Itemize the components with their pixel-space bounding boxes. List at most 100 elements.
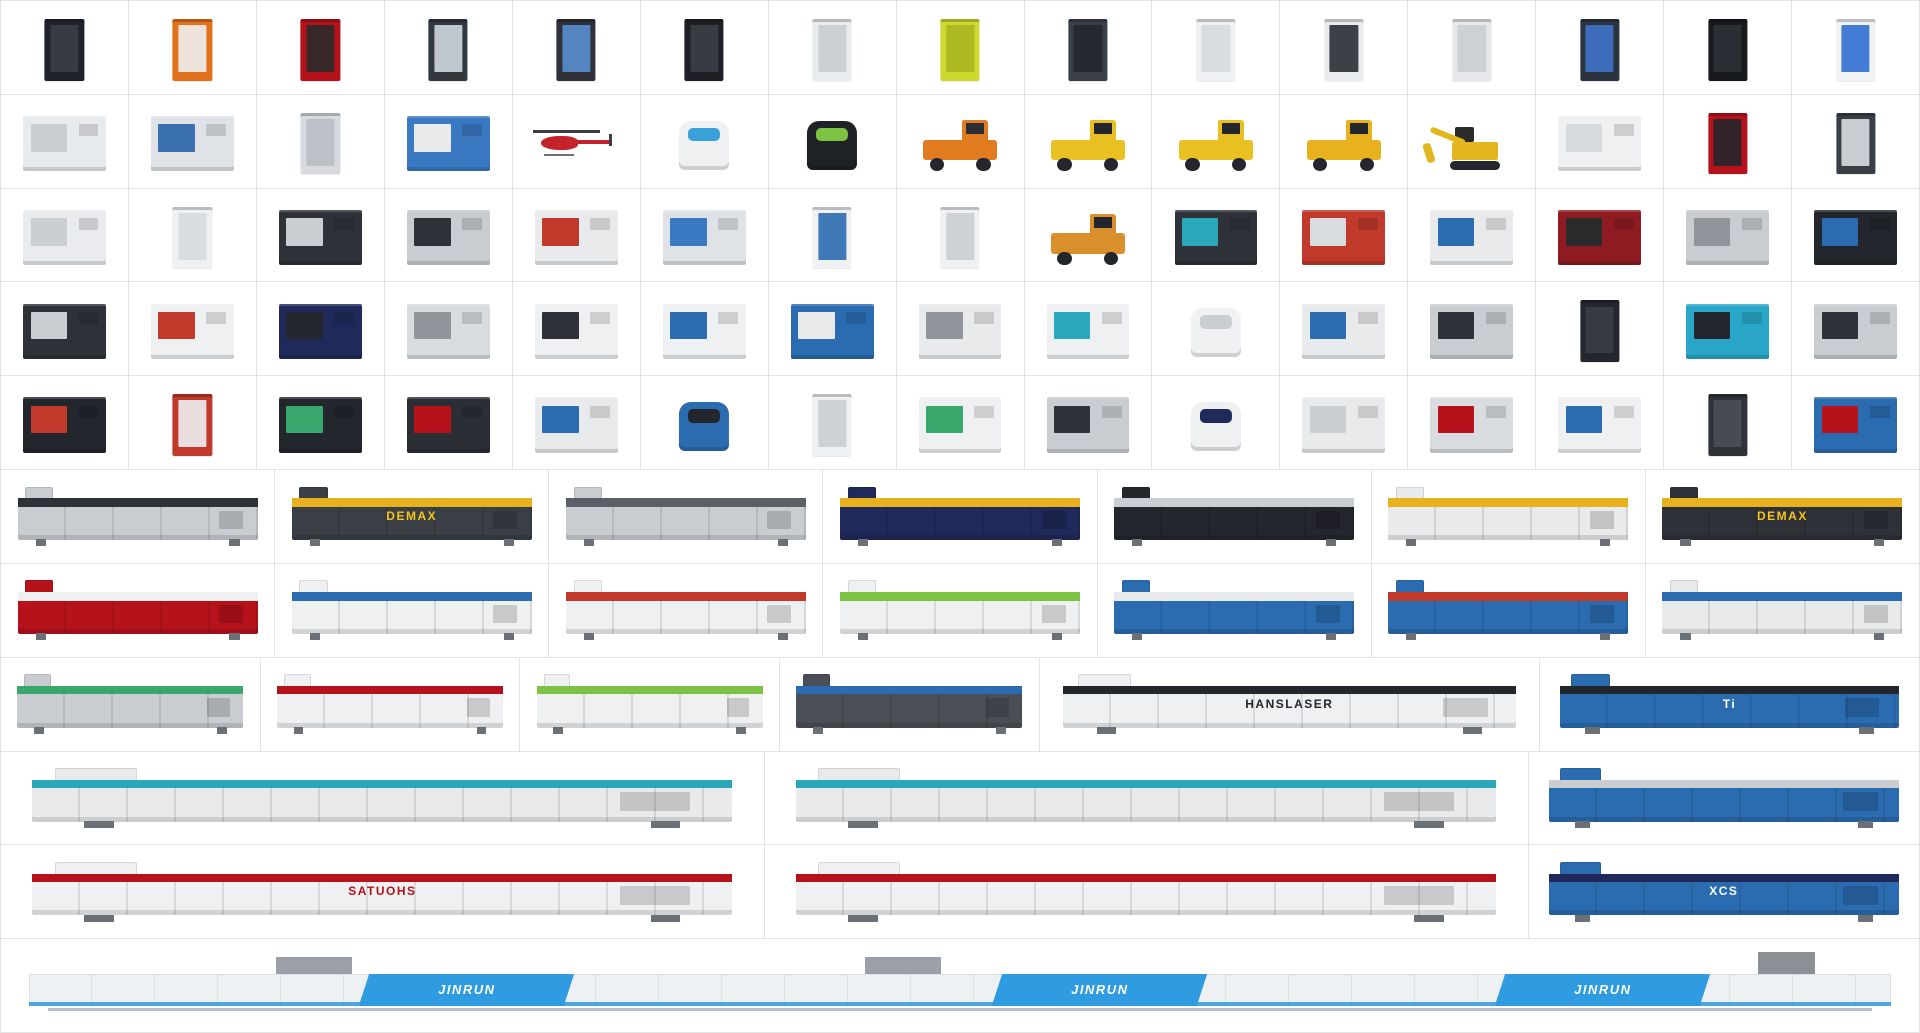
surgical-operating-table-image <box>906 289 1015 368</box>
row-8: HANSLASER Ti <box>0 656 1920 751</box>
white-panel-machine-image <box>10 196 119 275</box>
white-red-blow-molder-body <box>565 592 806 634</box>
cell-porthole-window-machines <box>780 657 1040 751</box>
cell-rc-helicopter <box>512 94 641 188</box>
cell-gray-low-machine <box>1792 282 1920 376</box>
white-drawer-cabinet-image <box>1161 8 1270 87</box>
filling-machine-tower-image <box>778 383 887 462</box>
black-vending-machine-image <box>10 8 119 87</box>
cell-hanslaser-laser-cutter: HANSLASER <box>1039 657 1541 751</box>
jinrun-logo-1: JINRUN <box>437 982 496 998</box>
cell-dark-display-fridge <box>384 1 513 94</box>
cell-agv-robot <box>640 94 769 188</box>
cell-red-white-machine <box>128 282 257 376</box>
cell-white-horizontal-machine <box>260 657 521 751</box>
cell-navy-laser-machine <box>256 282 385 376</box>
demax-large-injection-machine-image: DEMAX <box>1655 477 1910 556</box>
bag-making-machine-line-body <box>796 873 1497 916</box>
cell-white-frame-machine <box>640 282 769 376</box>
silver-freezer-cabinet-image <box>1417 8 1526 87</box>
cell-red-black-analyzer <box>1664 94 1793 188</box>
cell-yellow-dump-truck <box>1280 94 1409 188</box>
cell-white-medical-analyzer <box>1792 1 1920 94</box>
cell-blue-machine-group <box>1371 563 1646 657</box>
row-5 <box>0 375 1920 470</box>
cell-red-cnc-machine <box>512 188 641 282</box>
yellow-navy-injection-machine-image <box>832 477 1087 556</box>
cell-white-narrow-device <box>896 188 1025 282</box>
white-frame-machine-image <box>650 289 759 368</box>
cell-white-tool-drawer-cabinet <box>0 94 129 188</box>
cell-gray-inspection-machine <box>1792 94 1920 188</box>
blue-white-machine-image <box>778 289 887 368</box>
satuohs-red-production-line-body: SATUOHS <box>32 873 733 916</box>
cell-blue-cnc-machine <box>384 94 513 188</box>
dark-display-fridge-image <box>394 8 503 87</box>
yellow-forklift-image <box>1161 102 1270 181</box>
cell-yellow-navy-injection-machine <box>823 470 1098 563</box>
cell-ti-blue-injection-machine: Ti <box>1540 657 1920 751</box>
cell-yellow-excavator <box>1408 94 1537 188</box>
long-white-blue-machine-body <box>1662 592 1903 634</box>
teal-accent-production-line-body <box>32 779 733 822</box>
cell-yellow-robot-loader <box>1024 94 1153 188</box>
cell-gray-twin-injection-machine <box>549 470 824 563</box>
green-accent-printing-machine-image <box>529 665 770 744</box>
cell-blue-laser-cutting-machine <box>1097 563 1372 657</box>
hanslaser-laser-cutter-label: HANSLASER <box>1245 696 1334 711</box>
red-gantry-molding-machine-image <box>10 571 265 650</box>
dark-cabinet-pair-image <box>1545 289 1654 368</box>
row-1 <box>0 0 1920 94</box>
cell-white-teal-machine <box>1024 282 1153 376</box>
green-white-conveyor-line-image <box>832 571 1087 650</box>
white-dark-window-machine-image <box>522 289 631 368</box>
white-narrow-device-image <box>906 196 1015 275</box>
cell-green-white-conveyor-line <box>823 563 1098 657</box>
orange-vending-machine-image <box>138 8 247 87</box>
overhead-gantry-system-image <box>650 196 759 275</box>
blue-gray-injection-machine-body <box>1548 779 1899 822</box>
multicolor-test-machine-image <box>1801 383 1910 462</box>
cell-white-red-production-cell <box>1408 376 1537 470</box>
row-3 <box>0 187 1920 282</box>
lab-fume-hood-image <box>1545 102 1654 181</box>
black-candy-vending-machine-image <box>650 8 759 87</box>
cell-surgical-operating-table <box>896 282 1025 376</box>
row-4 <box>0 281 1920 376</box>
teal-cab-machine-image <box>1673 289 1782 368</box>
red-cnc-machine-image <box>522 196 631 275</box>
blue-laser-cutting-machine-image <box>1107 571 1362 650</box>
cell-dark-blue-accent-machine <box>1792 188 1920 282</box>
cell-white-assembly-machine <box>1280 376 1409 470</box>
blue-machine-group-body <box>1388 592 1629 634</box>
white-tall-machine-image <box>138 196 247 275</box>
jinrun-logo-2: JINRUN <box>1070 982 1129 998</box>
cell-white-tall-machine <box>128 188 257 282</box>
cell-white-panel-machine <box>0 188 129 282</box>
cell-modular-production-line <box>764 751 1529 845</box>
gray-injection-molding-machine-body <box>17 498 258 541</box>
xray-baggage-scanner-image <box>1034 383 1143 462</box>
cell-red-white-extruder <box>128 376 257 470</box>
cell-lime-battery-swap-cabinet <box>896 1 1025 94</box>
dark-kiosk-cabinet-image <box>522 8 631 87</box>
dark-blue-cabinet-image <box>1545 8 1654 87</box>
cell-electrical-cabinet-bank <box>384 376 513 470</box>
gray-twin-injection-machine-body <box>565 498 806 541</box>
yellow-robot-loader-image <box>1034 102 1143 181</box>
green-white-conveyor-line-body <box>840 592 1080 634</box>
red-gantry-molding-machine-body <box>17 592 258 634</box>
cell-red-snack-vending-machine <box>256 1 385 94</box>
dark-teal-window-machine-image <box>1161 196 1270 275</box>
white-horizontal-machine-body <box>276 685 504 728</box>
blue-laser-cutting-machine-body <box>1114 592 1355 634</box>
dark-gray-machine-image <box>1673 383 1782 462</box>
row-7 <box>0 562 1920 657</box>
cell-orange-vending-machine <box>128 1 257 94</box>
gray-low-machine-image <box>1801 289 1910 368</box>
cell-gray-server-cabinet <box>1024 1 1153 94</box>
yellow-navy-injection-machine-body <box>840 498 1080 541</box>
cell-white-blue-stripe-machine <box>1536 376 1665 470</box>
blue-white-injection-machine-image <box>284 571 539 650</box>
